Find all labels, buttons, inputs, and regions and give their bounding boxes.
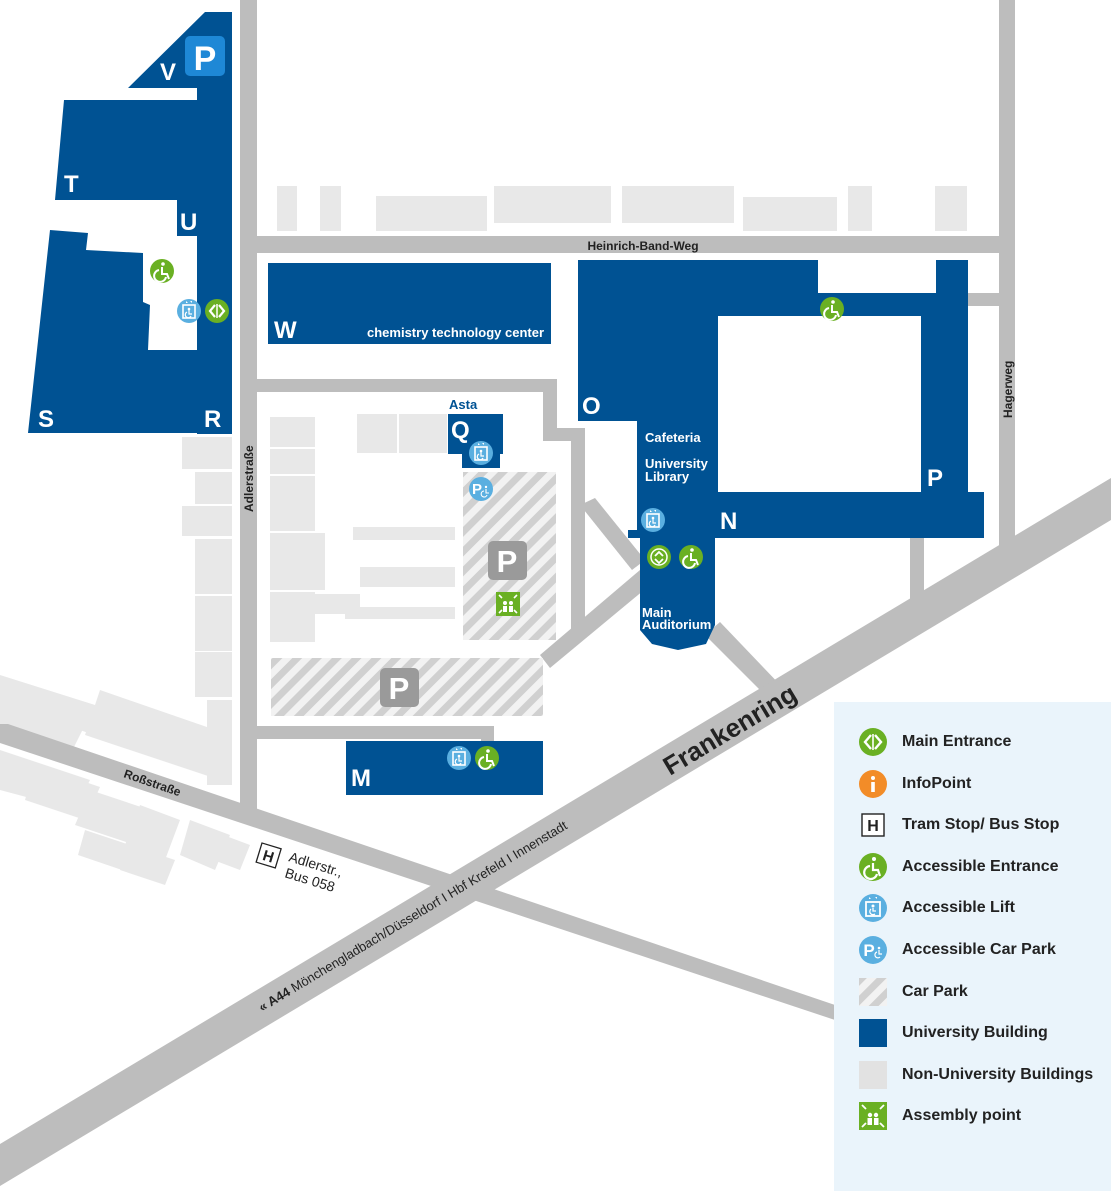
building-v-label: V — [160, 59, 176, 86]
legend-label: Main Entrance — [902, 733, 1012, 750]
university-building-icon — [858, 1018, 888, 1048]
legend-label: Car Park — [902, 983, 968, 1000]
legend-item: Accessible Entrance — [858, 852, 1059, 882]
legend-label: Accessible Entrance — [902, 858, 1059, 875]
building-q-label: Q — [451, 417, 470, 444]
hagerweg-label: Hagerweg — [1001, 361, 1015, 418]
main-entrance-icon — [858, 727, 888, 757]
building-r-label: R — [204, 406, 221, 433]
building-descriptions: chemistry technology center Asta Shedhal… — [367, 325, 808, 632]
legend-item: Car Park — [858, 977, 968, 1007]
building-cutouts — [718, 316, 921, 492]
building-letters: V T U S R W Q O P N M — [38, 59, 943, 792]
building-o-label: O — [582, 393, 601, 420]
building-m-label: M — [351, 765, 371, 792]
library-label-line1: University — [645, 456, 709, 471]
svg-text:H: H — [867, 818, 879, 835]
legend-item: InfoPoint — [858, 769, 971, 799]
legend-item: H Tram Stop/ Bus Stop — [858, 810, 1059, 840]
building-u-label: U — [180, 209, 197, 236]
building-p-label: P — [927, 465, 943, 492]
building-t-label: T — [64, 171, 79, 198]
chemistry-center-label: chemistry technology center — [367, 325, 544, 340]
main-entrance-icon — [203, 297, 231, 325]
elevator-icon — [646, 544, 672, 570]
building-n-label: N — [720, 508, 737, 535]
infopoint-icon — [858, 769, 888, 799]
parking-sign-icon — [380, 668, 419, 707]
assembly-point-icon — [495, 591, 521, 617]
tram-bus-stop-icon — [255, 842, 282, 869]
accessible-lift-icon — [446, 745, 472, 771]
accessible-lift-icon — [858, 893, 888, 923]
accessible-lift-icon — [176, 298, 202, 324]
building-s-label: S — [38, 406, 54, 433]
bus-stop-symbol: H — [261, 847, 276, 866]
accessible-entrance-icon — [858, 852, 888, 882]
parking-v-sign-icon — [185, 36, 225, 76]
legend-item: Main Entrance — [858, 727, 1011, 757]
parking-v-label: P — [194, 40, 217, 78]
bus-stop: H Adlerstr., Bus 058 — [255, 842, 345, 895]
accessible-car-park-icon: P — [858, 935, 888, 965]
legend-item: Non-University Buildings — [858, 1060, 1093, 1090]
legend-item: P Accessible Car Park — [858, 935, 1056, 965]
library-label-line2: Library — [645, 469, 690, 484]
parking-sign-label: P — [497, 544, 518, 579]
legend-item: University Building — [858, 1018, 1048, 1048]
auditorium-label-line2: Auditorium — [642, 617, 711, 632]
heinrich-band-weg-label: Heinrich-Band-Weg — [587, 239, 698, 253]
assembly-point-icon — [858, 1101, 888, 1131]
accessible-entrance-icon — [149, 258, 175, 284]
legend-label: Accessible Car Park — [902, 941, 1056, 958]
legend-item: Accessible Lift — [858, 893, 1015, 923]
cafeteria-label: Cafeteria — [645, 430, 701, 445]
svg-text:P: P — [863, 941, 874, 960]
shedhalle-label: Shedhalle — [747, 402, 808, 417]
accessible-entrance-icon — [474, 745, 500, 771]
accessible-lift-icon — [640, 507, 666, 533]
non-university-buildings — [0, 186, 967, 885]
asta-label: Asta — [449, 397, 478, 412]
auditorium-label-line1: Main — [642, 605, 672, 620]
legend-label: Accessible Lift — [902, 899, 1015, 916]
accessible-lift-icon — [468, 440, 494, 466]
map-legend: Main Entrance InfoPoint H Tram Stop/ Bus… — [834, 702, 1111, 1191]
legend-label: Assembly point — [902, 1107, 1022, 1124]
non-university-building-icon — [858, 1060, 888, 1090]
parking-sign-icon — [488, 541, 527, 580]
accessible-car-park-icon — [468, 476, 494, 502]
legend-label: Tram Stop/ Bus Stop — [902, 816, 1060, 833]
legend-label: InfoPoint — [902, 775, 972, 792]
adlerstrasse-label: Adlerstraße — [242, 445, 256, 512]
accessible-entrance-icon — [819, 296, 845, 322]
accessible-entrance-icon — [678, 544, 704, 570]
car-park-icon — [858, 977, 888, 1007]
legend-item: Assembly point — [858, 1101, 1021, 1131]
building-w-label: W — [274, 317, 297, 344]
rossstrasse-label: Roßstraße — [122, 767, 183, 800]
frankenring-label: Frankenring — [658, 678, 802, 781]
parking-sign-label: P — [389, 671, 410, 706]
tram-bus-stop-icon: H — [858, 810, 888, 840]
legend-label: University Building — [902, 1024, 1048, 1041]
legend-label: Non-University Buildings — [902, 1066, 1094, 1083]
